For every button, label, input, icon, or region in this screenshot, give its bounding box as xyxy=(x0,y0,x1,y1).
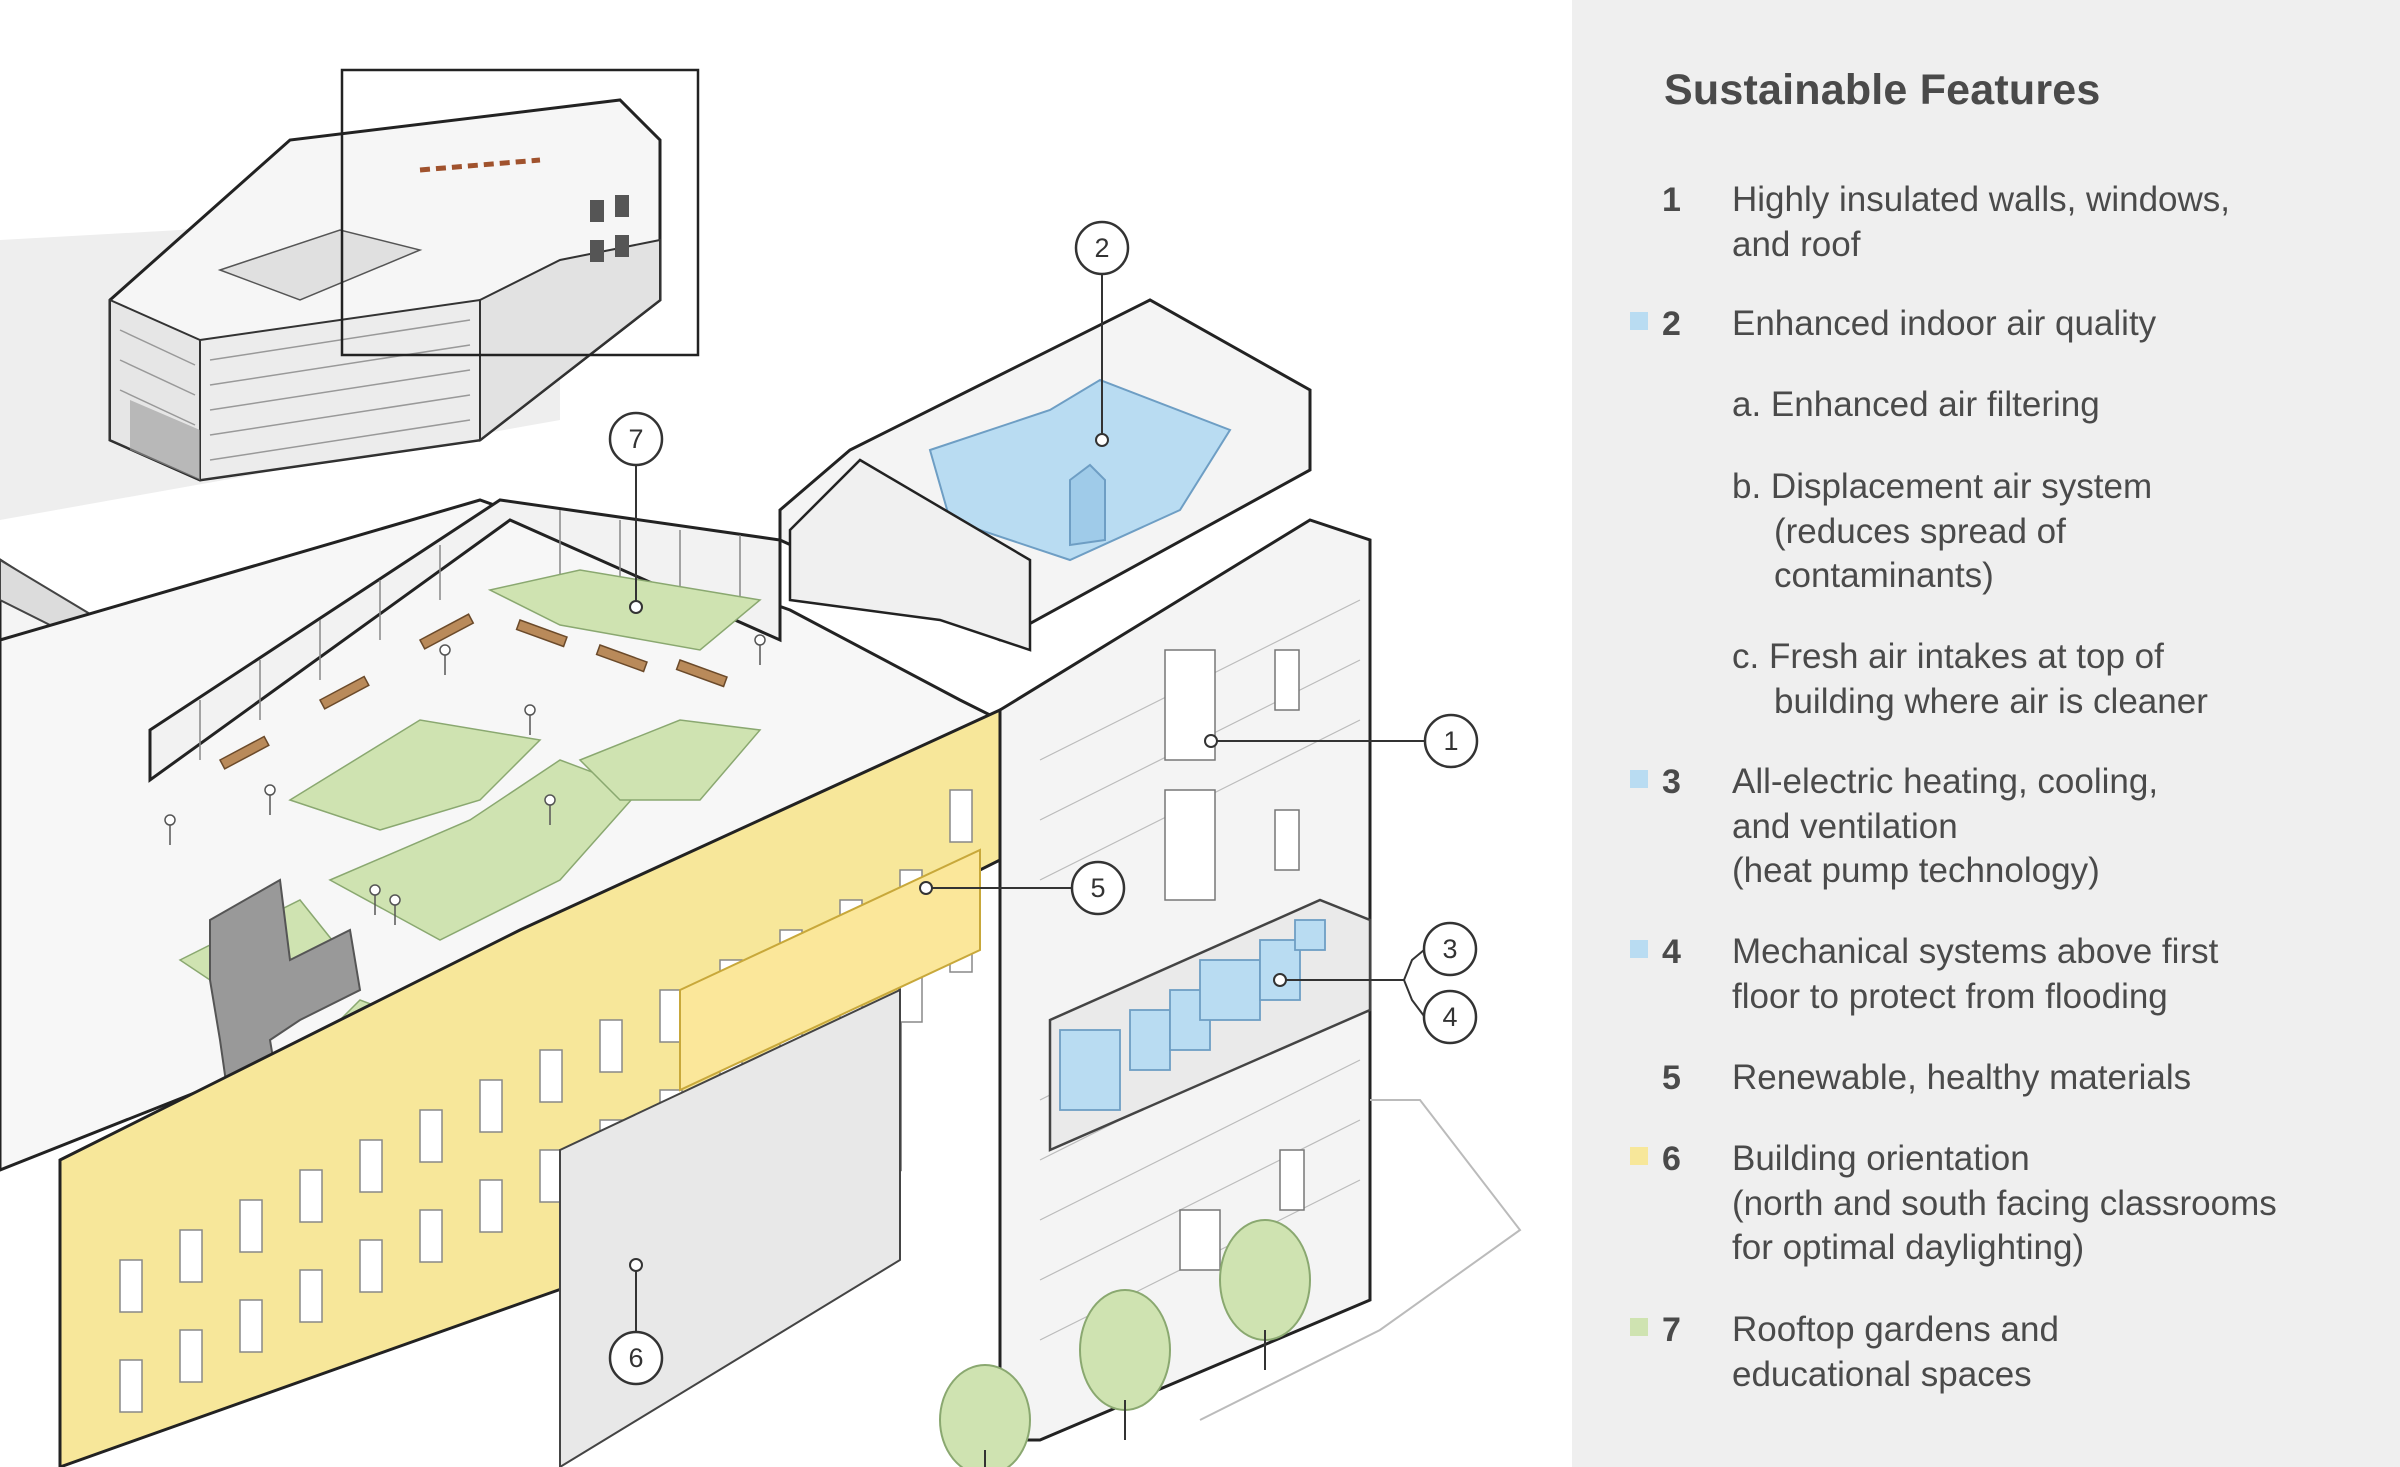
legend-line: Building orientation xyxy=(1732,1139,2030,1178)
legend-list: 1 Highly insulated walls, windows, and r… xyxy=(1572,0,2400,1467)
legend-line: c. Fresh air intakes at top of xyxy=(1732,637,2164,676)
legend-text: Highly insulated walls, windows, and roo… xyxy=(1732,178,2372,267)
callout-4-label: 4 xyxy=(1442,1002,1457,1032)
legend-line: floor to protect from flooding xyxy=(1732,976,2168,1016)
callout-6: 6 xyxy=(608,1330,664,1386)
legend-subitem-a: a. Enhanced air filtering xyxy=(1732,383,2372,428)
legend-line: Highly insulated walls, windows, xyxy=(1732,180,2230,219)
legend-line: contaminants) xyxy=(1774,556,1994,595)
legend-title: Sustainable Features xyxy=(1664,66,2101,114)
legend-text: Building orientation (north and south fa… xyxy=(1732,1137,2372,1271)
callout-lines xyxy=(635,275,1425,1333)
people-figures xyxy=(164,634,766,925)
legend-line: All-electric heating, cooling, xyxy=(1732,762,2159,801)
callout-5-label: 5 xyxy=(1090,873,1105,903)
legend-line: building where air is cleaner xyxy=(1774,681,2208,721)
legend-line: (heat pump technology) xyxy=(1732,851,2100,890)
legend-line: and ventilation xyxy=(1732,806,1958,846)
legend-swatch xyxy=(1630,312,1648,330)
legend-line: (reduces spread of xyxy=(1774,511,2066,551)
callout-1-label: 1 xyxy=(1443,726,1458,756)
stair-tower xyxy=(788,458,1032,652)
legend-swatch xyxy=(1630,770,1648,788)
context-inset xyxy=(108,68,700,482)
callout-6-label: 6 xyxy=(628,1343,643,1373)
callout-5: 5 xyxy=(1070,860,1126,916)
callout-1: 1 xyxy=(1423,713,1479,769)
callout-7-label: 7 xyxy=(628,424,643,454)
legend-line: and roof xyxy=(1732,224,1861,264)
callout-7: 7 xyxy=(608,411,664,467)
legend-number: 4 xyxy=(1662,933,1681,971)
legend-line: Mechanical systems above first xyxy=(1732,932,2219,971)
callout-3: 3 xyxy=(1422,921,1478,977)
rooftop-benches xyxy=(218,613,728,770)
legend-swatch xyxy=(1630,1147,1648,1165)
callout-3-label: 3 xyxy=(1442,934,1457,964)
legend-line: for optimal daylighting) xyxy=(1732,1228,2085,1267)
legend-number: 6 xyxy=(1662,1140,1681,1178)
legend-line: Renewable, healthy materials xyxy=(1732,1058,2192,1097)
legend-line: a. Enhanced air filtering xyxy=(1732,385,2100,424)
main-building xyxy=(0,298,1522,1467)
callout-4: 4 xyxy=(1422,989,1478,1045)
classroom-cutaway xyxy=(679,848,981,1092)
street-trees xyxy=(939,1219,1311,1467)
legend-line: educational spaces xyxy=(1732,1354,2032,1394)
building-axonometric-diagram: 2 7 1 5 3 4 6 xyxy=(0,68,1522,1467)
callout-2-label: 2 xyxy=(1094,233,1109,263)
legend-swatch xyxy=(1630,1318,1648,1336)
legend-subitem-c: c. Fresh air intakes at top of building … xyxy=(1732,635,2372,724)
legend-subitem-b: b. Displacement air system (reduces spre… xyxy=(1732,465,2372,599)
callout-anchors xyxy=(629,433,1287,1272)
legend-text: Rooftop gardens and educational spaces xyxy=(1732,1308,2372,1397)
legend-text: Mechanical systems above first floor to … xyxy=(1732,930,2372,1019)
legend-line: Enhanced indoor air quality xyxy=(1732,304,2157,343)
mechanical-equipment xyxy=(1059,919,1326,1111)
legend-swatch xyxy=(1630,940,1648,958)
legend-line: b. Displacement air system xyxy=(1732,467,2153,506)
legend-number: 7 xyxy=(1662,1311,1681,1349)
callout-2: 2 xyxy=(1074,220,1130,276)
legend-line: Rooftop gardens and xyxy=(1732,1310,2059,1349)
legend-number: 3 xyxy=(1662,763,1681,801)
legend-line: (north and south facing classrooms xyxy=(1732,1183,2277,1223)
stepped-seating xyxy=(209,878,362,1112)
legend-number: 1 xyxy=(1662,181,1681,219)
legend-text: Renewable, healthy materials xyxy=(1732,1056,2372,1101)
legend-number: 2 xyxy=(1662,305,1681,343)
legend-panel: Sustainable Features 1 Highly insulated … xyxy=(1572,0,2400,1467)
legend-number: 5 xyxy=(1662,1059,1681,1097)
legend-text: All-electric heating, cooling, and venti… xyxy=(1732,760,2372,894)
legend-text: Enhanced indoor air quality xyxy=(1732,302,2372,347)
